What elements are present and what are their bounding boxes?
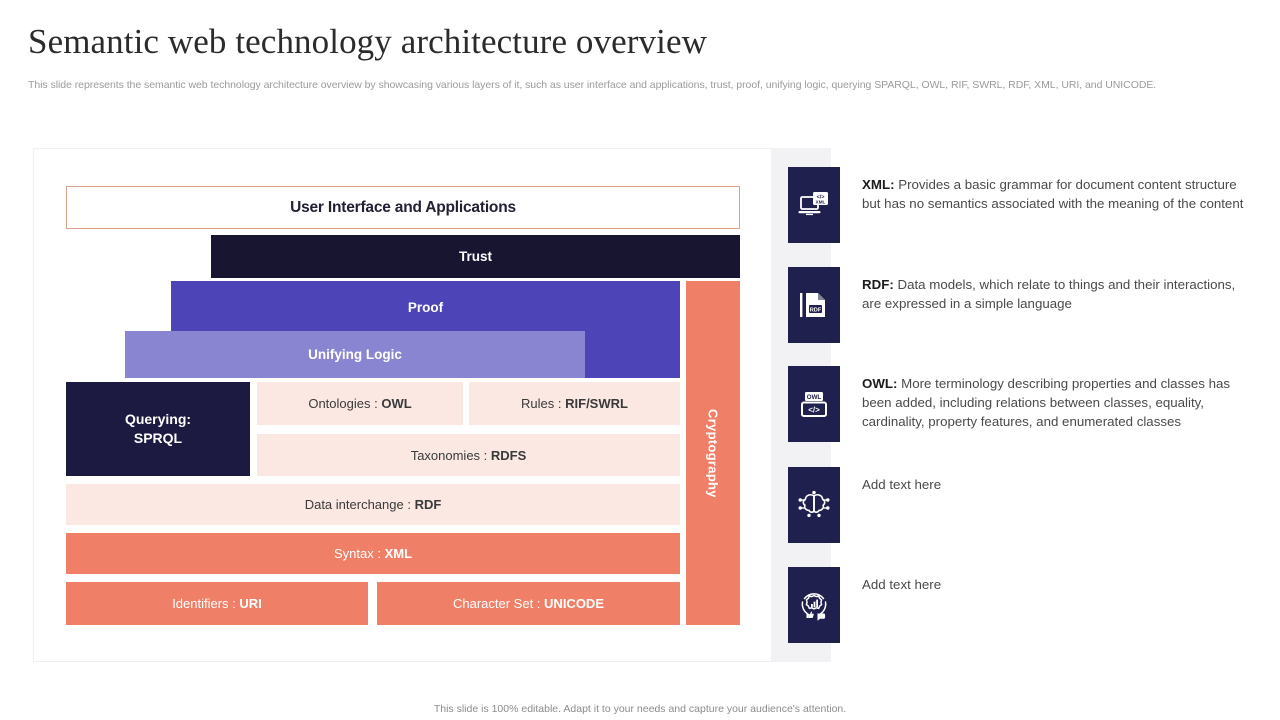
layer-cryptography-label: Cryptography: [705, 408, 721, 498]
layer-ontologies-label: Ontologies :: [308, 396, 378, 411]
footer-note: This slide is 100% editable. Adapt it to…: [433, 703, 847, 715]
layer-querying[interactable]: Querying: SPRQL: [66, 382, 250, 476]
layer-taxonomies-label: Taxonomies :: [410, 447, 488, 463]
layer-cryptography[interactable]: Cryptography: [686, 281, 740, 625]
layer-proof-label: Proof: [407, 300, 444, 315]
layer-querying-label: Querying:: [124, 411, 192, 427]
layer-character-set-label: Character Set :: [452, 596, 541, 611]
layer-unifying-logic[interactable]: Unifying Logic: [125, 331, 585, 378]
list-item-description: More terminology describing properties a…: [862, 376, 1231, 429]
layer-syntax-value: XML: [384, 546, 413, 561]
svg-text:</>: </>: [808, 406, 820, 415]
list-item-text: OWL: More terminology describing propert…: [862, 366, 1250, 431]
layer-identifiers[interactable]: Identifiers : URI: [66, 582, 368, 625]
layer-user-interface-label: User Interface and Applications: [290, 198, 516, 216]
list-item[interactable]: </> XML XML: Provides a basic grammar fo…: [788, 167, 1250, 243]
layer-data-interchange[interactable]: Data interchange : RDF: [66, 484, 680, 525]
layer-rules-value: RIF/SWRL: [565, 396, 628, 411]
layer-rules-label: Rules :: [521, 396, 562, 411]
layer-identifiers-value: URI: [239, 596, 262, 611]
owl-code-icon: OWL </>: [788, 366, 840, 442]
list-item-description: Add text here: [862, 477, 942, 492]
svg-text:XML: XML: [816, 199, 826, 204]
list-item-description: Provides a basic grammar for document co…: [862, 177, 1244, 211]
layer-trust-label: Trust: [458, 249, 492, 264]
list-item-term: XML:: [862, 177, 895, 192]
list-item[interactable]: RDF RDF: Data models, which relate to th…: [788, 267, 1250, 343]
layer-data-interchange-label: Data interchange :: [304, 497, 411, 512]
list-item-text: Add text here: [862, 467, 1250, 494]
layer-taxonomies[interactable]: Taxonomies : RDFS: [257, 434, 680, 476]
list-item[interactable]: OWL </> OWL: More terminology describing…: [788, 366, 1250, 442]
layer-rules[interactable]: Rules : RIF/SWRL: [469, 382, 680, 425]
layer-identifiers-label: Identifiers :: [172, 596, 236, 611]
layer-querying-value: SPRQL: [133, 430, 183, 446]
svg-text:RDF: RDF: [810, 307, 822, 313]
list-item-text: XML: Provides a basic grammar for docume…: [862, 167, 1250, 213]
svg-text:OWL: OWL: [807, 394, 822, 401]
layer-trust[interactable]: Trust: [211, 235, 740, 278]
layer-ontologies[interactable]: Ontologies : OWL: [257, 382, 463, 425]
list-item[interactable]: Add text here: [788, 467, 1250, 543]
layer-user-interface[interactable]: User Interface and Applications: [66, 186, 740, 229]
page-subtitle: This slide represents the semantic web t…: [28, 79, 1157, 91]
layer-syntax-label: Syntax :: [333, 546, 381, 561]
layer-taxonomies-value: RDFS: [490, 447, 527, 463]
layer-data-interchange-value: RDF: [414, 497, 442, 512]
gear-network-icon: [788, 567, 840, 643]
list-item-description: Data models, which relate to things and …: [862, 277, 1236, 311]
brain-circuit-icon: [788, 467, 840, 543]
document-rdf-icon: RDF: [788, 267, 840, 343]
laptop-xml-icon: </> XML: [788, 167, 840, 243]
svg-text:</>: </>: [817, 194, 825, 200]
list-item-term: RDF:: [862, 277, 894, 292]
layer-unifying-logic-label: Unifying Logic: [308, 347, 402, 362]
list-item-text: RDF: Data models, which relate to things…: [862, 267, 1250, 313]
layer-character-set[interactable]: Character Set : UNICODE: [377, 582, 680, 625]
layer-character-set-value: UNICODE: [544, 596, 604, 611]
list-item-text: Add text here: [862, 567, 1250, 594]
layer-ontologies-value: OWL: [381, 396, 412, 411]
list-item[interactable]: Add text here: [788, 567, 1250, 643]
list-item-description: Add text here: [862, 577, 942, 592]
layer-syntax[interactable]: Syntax : XML: [66, 533, 680, 574]
page-title: Semantic web technology architecture ove…: [28, 22, 707, 61]
list-item-term: OWL:: [862, 376, 898, 391]
